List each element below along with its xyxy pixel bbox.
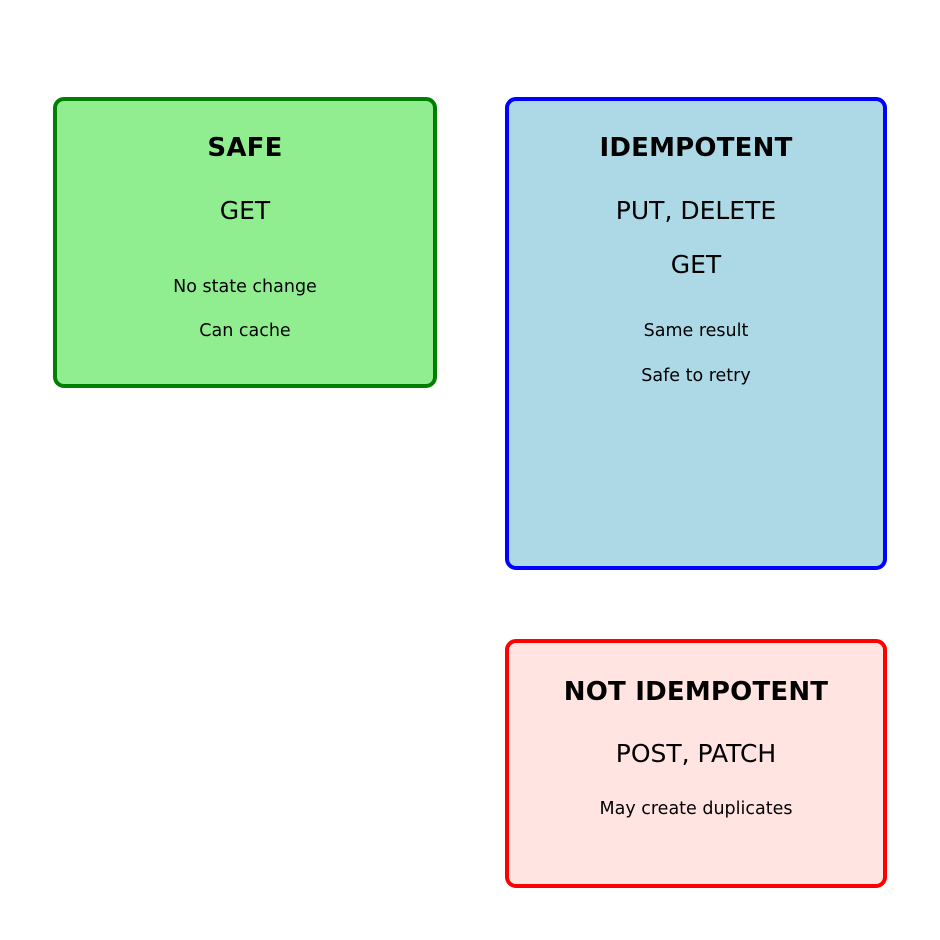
card-not-idempotent[interactable]: NOT IDEMPOTENT POST, PATCH May create du… <box>505 639 887 888</box>
card-idempotent-methods-2: GET <box>670 250 722 279</box>
card-safe[interactable]: SAFE GET No state change Can cache <box>53 97 437 388</box>
card-idempotent-note-2: Safe to retry <box>641 366 751 386</box>
card-safe-note-1: No state change <box>173 277 317 297</box>
card-not-idempotent-methods: POST, PATCH <box>615 739 777 768</box>
card-safe-title: SAFE <box>207 133 283 163</box>
card-idempotent-note-1: Same result <box>643 321 749 341</box>
card-not-idempotent-note-1: May create duplicates <box>599 799 793 819</box>
card-safe-methods: GET <box>219 196 271 225</box>
card-idempotent[interactable]: IDEMPOTENT PUT, DELETE GET Same result S… <box>505 97 887 570</box>
card-idempotent-title: IDEMPOTENT <box>599 133 793 163</box>
card-not-idempotent-title: NOT IDEMPOTENT <box>563 677 829 707</box>
card-safe-note-2: Can cache <box>199 321 291 341</box>
card-idempotent-methods-1: PUT, DELETE <box>615 196 777 225</box>
